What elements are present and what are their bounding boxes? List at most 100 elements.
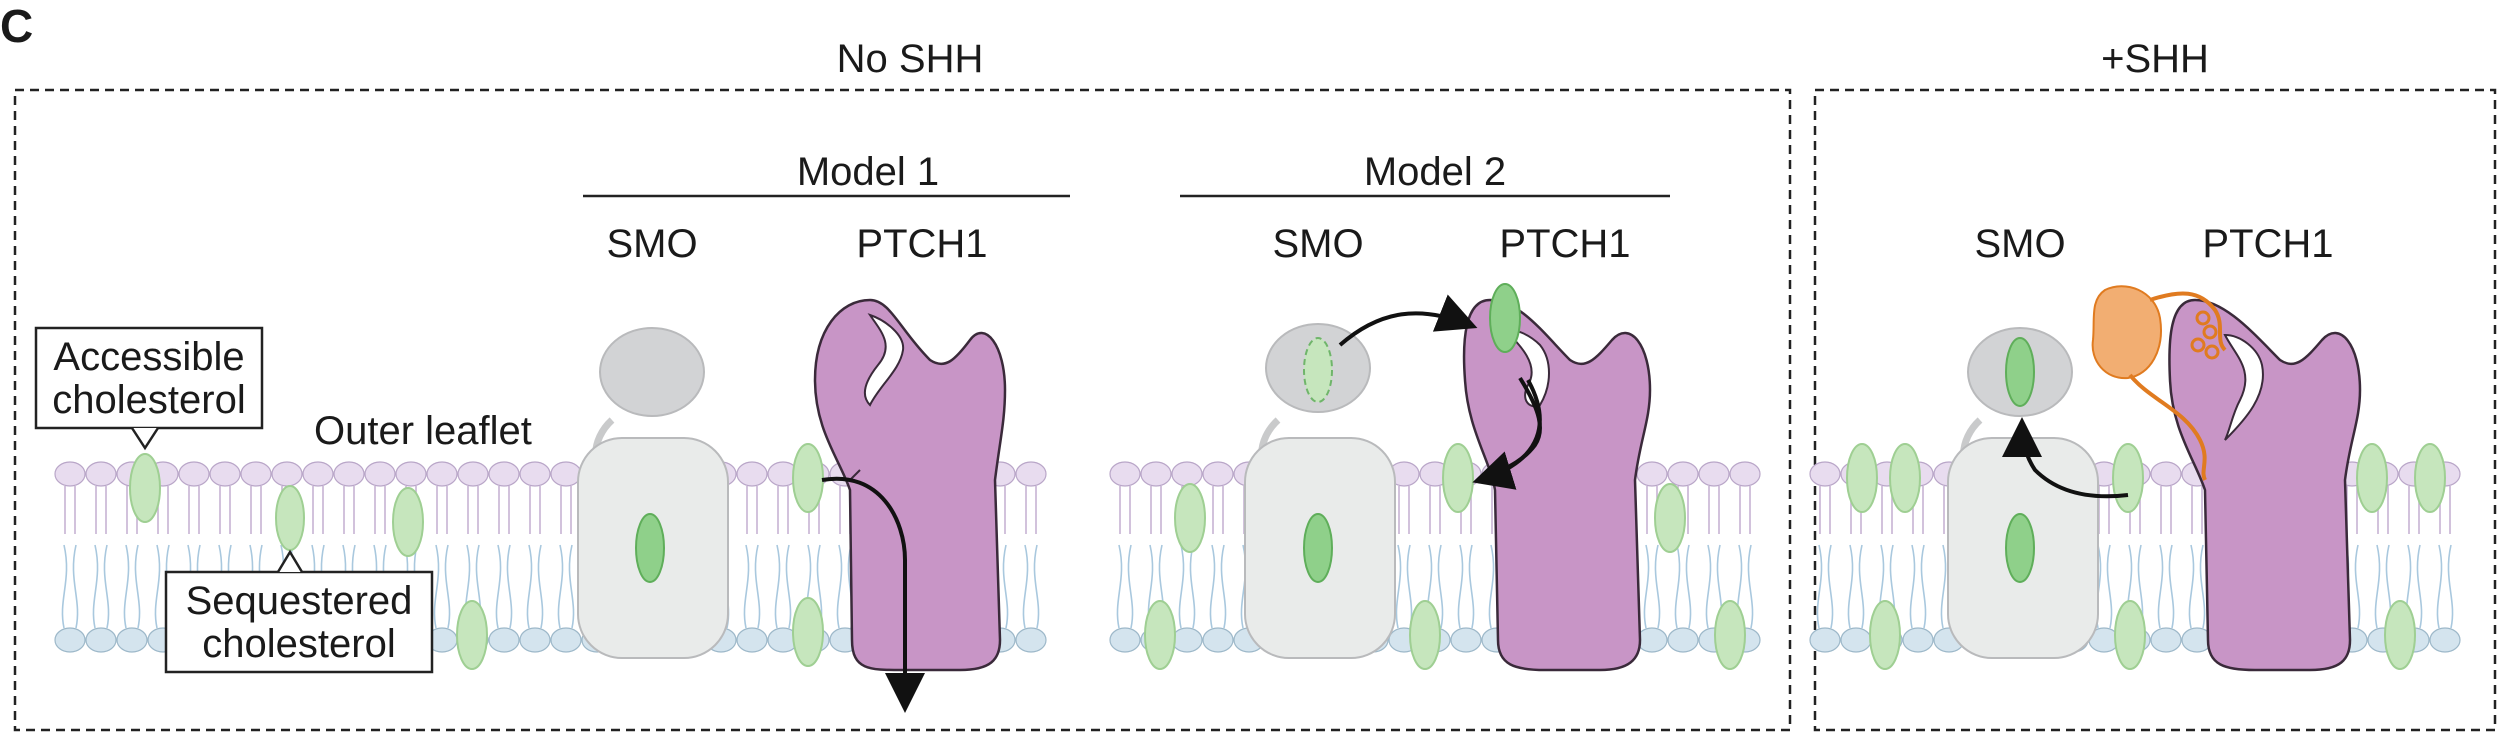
lipid-tail: [1395, 544, 1413, 629]
lipid-head: [488, 627, 520, 653]
lipid-tail: [374, 486, 386, 534]
lipid-tail: [2157, 544, 2175, 629]
accessible-cholesterol-label-line2: cholesterol: [52, 378, 245, 422]
lipid-head: [1902, 627, 1934, 653]
lipid-head: [519, 627, 551, 653]
lipid-head: [736, 627, 768, 653]
ptch1-label-model2: PTCH1: [1499, 222, 1630, 266]
lipid-head: [457, 461, 489, 487]
sequestered-cholesterol: [275, 485, 305, 551]
smo-label-model1: SMO: [606, 222, 697, 266]
lipid-head: [1109, 627, 1141, 653]
accessible-pointer: [130, 427, 160, 451]
accessible-cholesterol: [129, 453, 161, 523]
condition-title-no-shh: No SHH: [837, 37, 984, 81]
lipid-tail: [312, 486, 324, 534]
lipid-head: [1667, 461, 1699, 487]
lipid-tail: [498, 486, 510, 534]
lipid-head: [240, 461, 272, 487]
lipid-head: [1450, 627, 1482, 653]
lipid-head: [1667, 627, 1699, 653]
smo-label-shh: SMO: [1974, 222, 2065, 266]
model2-return-arrow: [1472, 379, 1542, 490]
ptch1-label-model1: PTCH1: [856, 222, 987, 266]
lipid-tail: [1025, 486, 1037, 534]
cholesterol: [1846, 443, 1878, 513]
lipid-head: [1809, 627, 1841, 653]
lipid-tail: [2188, 544, 2206, 629]
lipid-head: [1015, 461, 1047, 487]
cholesterol: [1889, 443, 1921, 513]
cholesterol: [456, 600, 488, 670]
lipid-tail: [2191, 486, 2203, 534]
ptch1-bound-cholesterol: [1489, 283, 1521, 353]
lipid-tail: [61, 544, 79, 629]
accessible-cholesterol-label-line1: Accessible: [53, 335, 244, 379]
sequestered-cholesterol-label-line2: cholesterol: [202, 622, 395, 666]
lipid-head: [1729, 461, 1761, 487]
model2-crd-delivery-arrow: [1338, 294, 1478, 347]
lipid-head: [271, 461, 303, 487]
lipid-head: [1171, 627, 1203, 653]
lipid-head: [209, 461, 241, 487]
lipid-head: [488, 461, 520, 487]
lipid-tail: [92, 544, 110, 629]
lipid-head: [178, 461, 210, 487]
lipid-head: [116, 627, 148, 653]
sequestered-pointer: [276, 549, 304, 573]
cholesterol: [2384, 600, 2416, 670]
lipid-tail: [123, 544, 141, 629]
lipid-tail: [343, 486, 355, 534]
lipid-tail: [1116, 544, 1134, 629]
lipid-head: [1140, 461, 1172, 487]
ptch1-tunnel: [863, 313, 905, 407]
lipid-tail: [2346, 486, 2358, 534]
smo-crd-bound-cholesterol: [2005, 337, 2035, 407]
shh-cholesterol-moiety: [2128, 373, 2207, 481]
ptch1-label-shh: PTCH1: [2202, 222, 2333, 266]
lipid-tail: [1816, 544, 1834, 629]
cholesterol: [792, 443, 824, 513]
ptch1-tunnel: [2223, 333, 2264, 441]
lipid-tail: [526, 544, 544, 629]
lipid-head: [85, 461, 117, 487]
lipid-tail: [1739, 486, 1751, 534]
smo-protein-shh: [1947, 327, 2099, 659]
lipid-tail: [2436, 544, 2454, 629]
lipid-tail: [1150, 486, 1162, 534]
ptch1-protein-model2: [1462, 283, 1652, 672]
lipid-tail: [1209, 544, 1227, 629]
lipid-head: [1109, 461, 1141, 487]
lipid-tail: [1881, 486, 1893, 534]
lipid-head: [54, 627, 86, 653]
lipid-head: [2150, 627, 2182, 653]
sequestered-cholesterol-label-box: [164, 570, 434, 674]
ptch1-protein-model1: [813, 298, 1007, 672]
lipid-head: [2150, 461, 2182, 487]
shh-ligand: [2091, 285, 2227, 481]
lipid-tail: [1022, 544, 1040, 629]
lipid-head: [1636, 461, 1668, 487]
panel-box-no-shh: [13, 88, 1792, 732]
shh-palmitoyl-chain: [2149, 291, 2227, 352]
lipid-head: [1171, 461, 1203, 487]
smo-bound-cholesterol: [1303, 513, 1333, 583]
lipid-tail: [839, 486, 851, 534]
lipid-tail: [1643, 544, 1661, 629]
shh-transport-arrow: [2002, 417, 2129, 499]
lipid-head: [426, 461, 458, 487]
lipid-head: [2429, 627, 2461, 653]
lipid-head: [1809, 461, 1841, 487]
lipid-tail: [1847, 544, 1865, 629]
lipid-head: [395, 461, 427, 487]
lipid-head: [736, 461, 768, 487]
lipid-tail: [1457, 544, 1475, 629]
panel-letter: C: [0, 0, 33, 52]
lipid-tail: [1909, 544, 1927, 629]
cholesterol: [2112, 443, 2144, 513]
lipid-head: [1698, 461, 1730, 487]
condition-title-plus-shh: +SHH: [2101, 37, 2209, 81]
cholesterol: [2414, 443, 2446, 513]
smo-crd-empty-site: [1303, 337, 1333, 403]
